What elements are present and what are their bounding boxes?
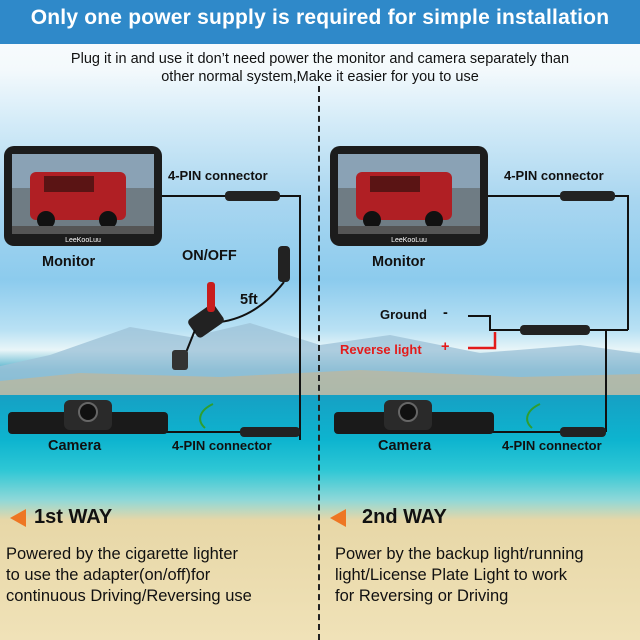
right-camera-label: Camera [378,438,432,454]
left-camera [8,400,168,434]
right-desc-line: Power by the backup light/running [335,545,584,563]
left-camera-label: Camera [48,438,102,454]
reverse-sign: + [441,339,450,355]
reverse-light-label: Reverse light [340,342,422,357]
left-onoff-label: ON/OFF [182,248,237,264]
left-switch-indicator [207,282,215,312]
left-description: Powered by the cigarette lighter to use … [6,544,311,607]
center-divider [318,86,320,640]
left-connector-top-label: 4-PIN connector [168,168,268,183]
subtitle: Plug it in and use it don’t need power t… [20,50,620,86]
left-arrow-icon [10,509,26,527]
reverse-light-wire [468,332,497,350]
ground-sign: - [443,305,448,321]
left-monitor: LeeKooLuu [4,146,162,246]
page-title: Only one power supply is required for si… [30,6,610,29]
right-connector-top-label: 4-PIN connector [504,168,604,183]
mountain-backdrop [0,323,640,395]
left-desc-line: continuous Driving/Reversing use [6,587,252,605]
right-arrow-icon [330,509,346,527]
right-wires [468,191,629,437]
ground-label: Ground [380,307,427,322]
left-monitor-label: Monitor [42,254,96,270]
right-desc-line: light/License Plate Light to work [335,566,568,584]
subtitle-line-1: Plug it in and use it don’t need power t… [70,51,570,67]
subtitle-line-2: other normal system,Make it easier for y… [161,69,479,85]
right-way-label: 2nd WAY [362,506,447,528]
header-band [0,0,640,44]
left-cable-length: 5ft [240,292,258,308]
right-connector-bottom-label: 4-PIN connector [502,438,602,453]
right-camera [334,400,494,434]
right-monitor-label: Monitor [372,254,426,270]
left-desc-line: Powered by the cigarette lighter [6,545,239,563]
right-monitor: LeeKooLuu [330,146,488,246]
right-description: Power by the backup light/running light/… [335,544,635,607]
left-way-label: 1st WAY [34,506,113,528]
left-wires [162,191,301,440]
svg-text:LeeKooLuu: LeeKooLuu [391,237,427,244]
left-connector-bottom-label: 4-PIN connector [172,438,272,453]
right-desc-line: for Reversing or Driving [335,587,509,605]
svg-text:LeeKooLuu: LeeKooLuu [65,237,101,244]
left-desc-line: to use the adapter(on/off)for [6,566,211,584]
